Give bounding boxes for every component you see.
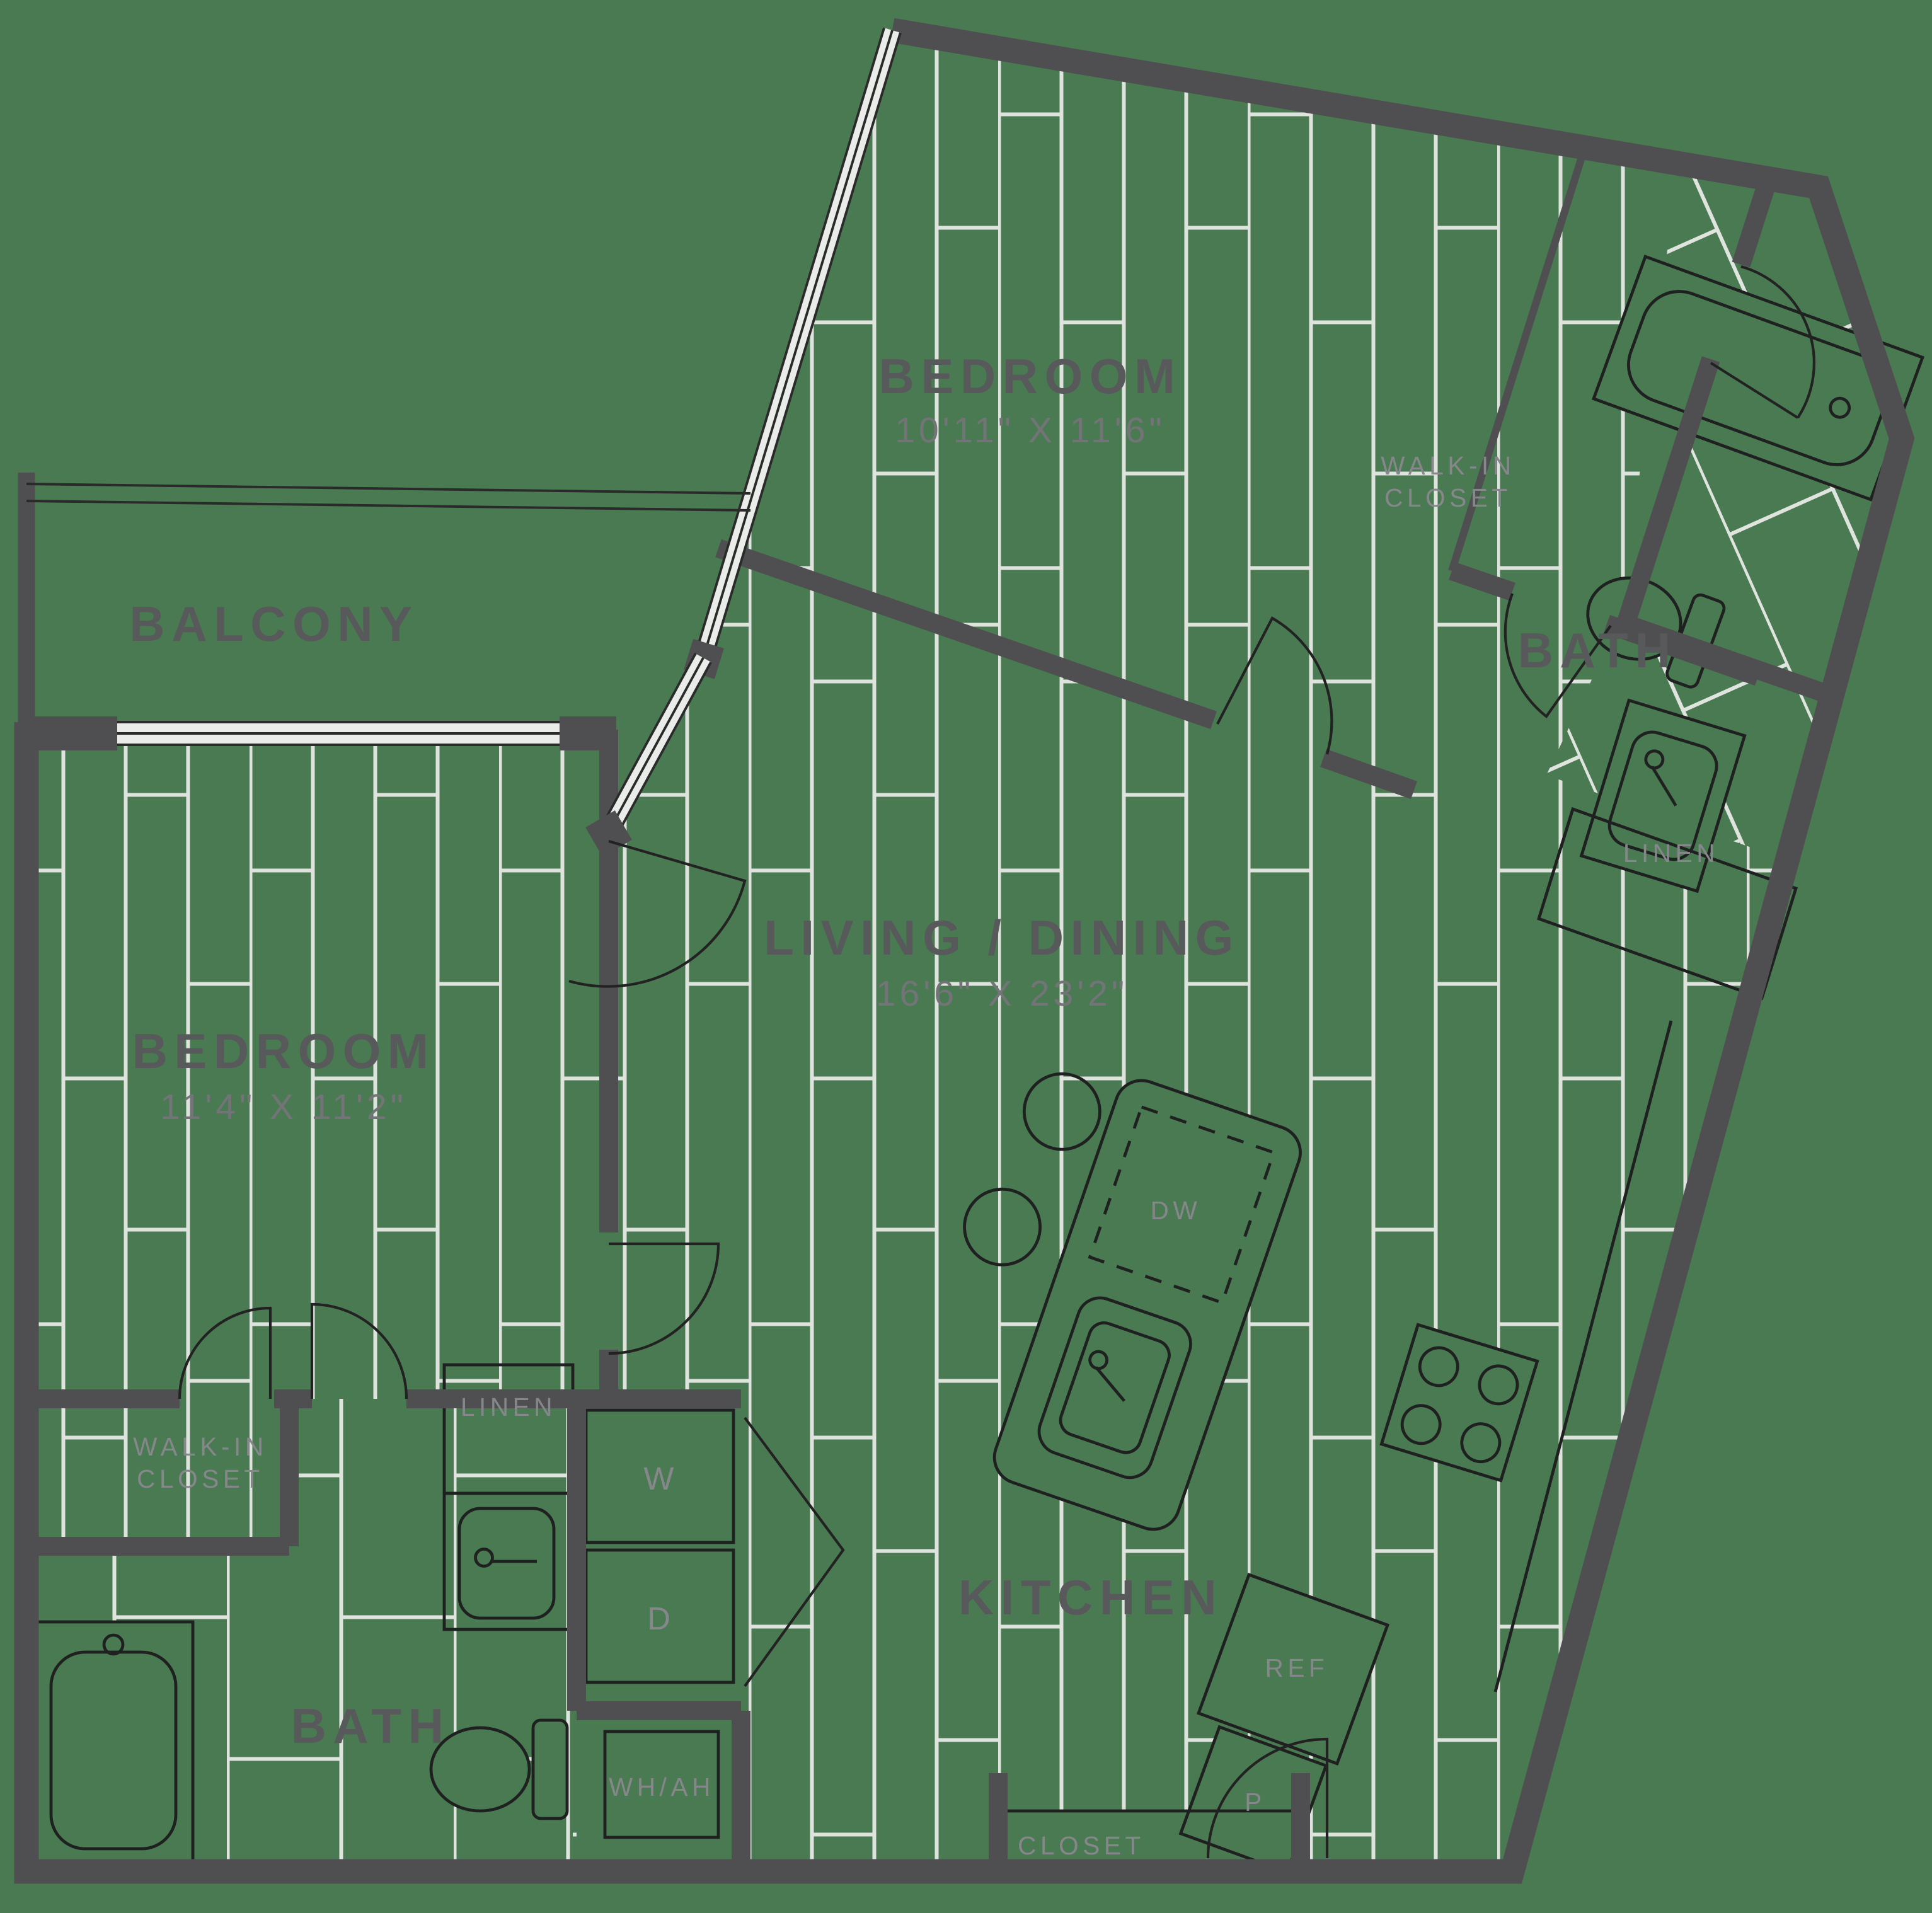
room-label-wic-top-line2: CLOSET: [1384, 483, 1512, 512]
balcony-slider-window: [585, 652, 712, 857]
bath-top-door-arc: [1710, 265, 1815, 419]
wic-top-door-arc: [1504, 593, 1612, 719]
appliance-label-dishwasher: DW: [1151, 1196, 1202, 1225]
wic-bottom-door-arc: [178, 1306, 272, 1399]
bath-linen-wall: [1623, 614, 1835, 705]
bar-stool-icon: [1022, 1072, 1101, 1151]
room-label-living-dining: LIVING / DINING: [764, 910, 1240, 965]
bedroom-left-door-arc: [608, 1242, 720, 1355]
room-label-wic-bottom-line1: WALK-IN: [133, 1432, 267, 1461]
bedroom-top-door-arc: [1216, 616, 1333, 755]
balcony-slider-arc: [568, 839, 747, 988]
door-arcs: [178, 265, 1815, 1859]
room-label-balcony: BALCONY: [129, 596, 418, 652]
balcony-rail: [26, 483, 751, 512]
bedroom-top-wall: [715, 539, 1418, 800]
room-dims-living-dining: 16'6" X 23'2": [876, 974, 1128, 1014]
bath-bottom-door-arc: [310, 1302, 408, 1399]
room-label-wic-bottom-line2: CLOSET: [137, 1464, 264, 1493]
vanity-sink-top-fixture: [1579, 698, 1747, 893]
bedroom-left-window: [19, 716, 616, 750]
room-label-wic-top-line1: WALK-IN: [1381, 451, 1515, 480]
appliance-label-whah: WH/AH: [609, 1772, 715, 1801]
room-label-kitchen: KITCHEN: [958, 1570, 1223, 1625]
bath-top-wall: [1616, 178, 1777, 627]
toilet-bottom-fixture: [429, 1718, 569, 1820]
room-label-linen-top: LINEN: [1623, 839, 1719, 868]
room-label-bedroom-left: BEDROOM: [132, 1023, 435, 1079]
room-dims-bedroom-top: 10'11" X 11'6": [895, 410, 1165, 451]
entry-door-arc: [1206, 1737, 1329, 1859]
kitchen-island-fixture: [963, 1072, 1302, 1531]
bifold-door: [744, 1416, 845, 1687]
room-label-bath-top: BATH: [1518, 623, 1677, 678]
bar-stool-icon: [963, 1187, 1042, 1267]
kitchen-counter-edge: [1493, 1020, 1673, 1692]
appliance-label-refrigerator: REF: [1265, 1653, 1329, 1682]
appliance-label-dryer: D: [647, 1600, 672, 1636]
room-label-linen-bottom: LINEN: [461, 1393, 556, 1422]
room-dims-bedroom-left: 11'4" X 11'2": [160, 1087, 407, 1127]
refrigerator-box: [1196, 1572, 1390, 1766]
wic-bottom-walls: [26, 1399, 299, 1556]
entry-closet-walls: [989, 1773, 1310, 1871]
cooktop-fixture: [1379, 1323, 1539, 1483]
laundry-whah-walls: [567, 1399, 750, 1871]
exterior-wall: [14, 18, 1915, 1884]
room-label-bedroom-top: BEDROOM: [879, 348, 1182, 404]
appliance-label-washer: W: [643, 1461, 676, 1497]
bathtub-bottom-fixture: [32, 1620, 195, 1866]
appliance-label-pantry: P: [1245, 1788, 1266, 1817]
bedroom-wic-divider: [1448, 148, 1588, 572]
room-label-bath-bottom: BATH: [291, 1698, 451, 1754]
room-label-entry-closet: CLOSET: [1018, 1831, 1145, 1860]
wh-ah-box: [603, 1730, 720, 1839]
